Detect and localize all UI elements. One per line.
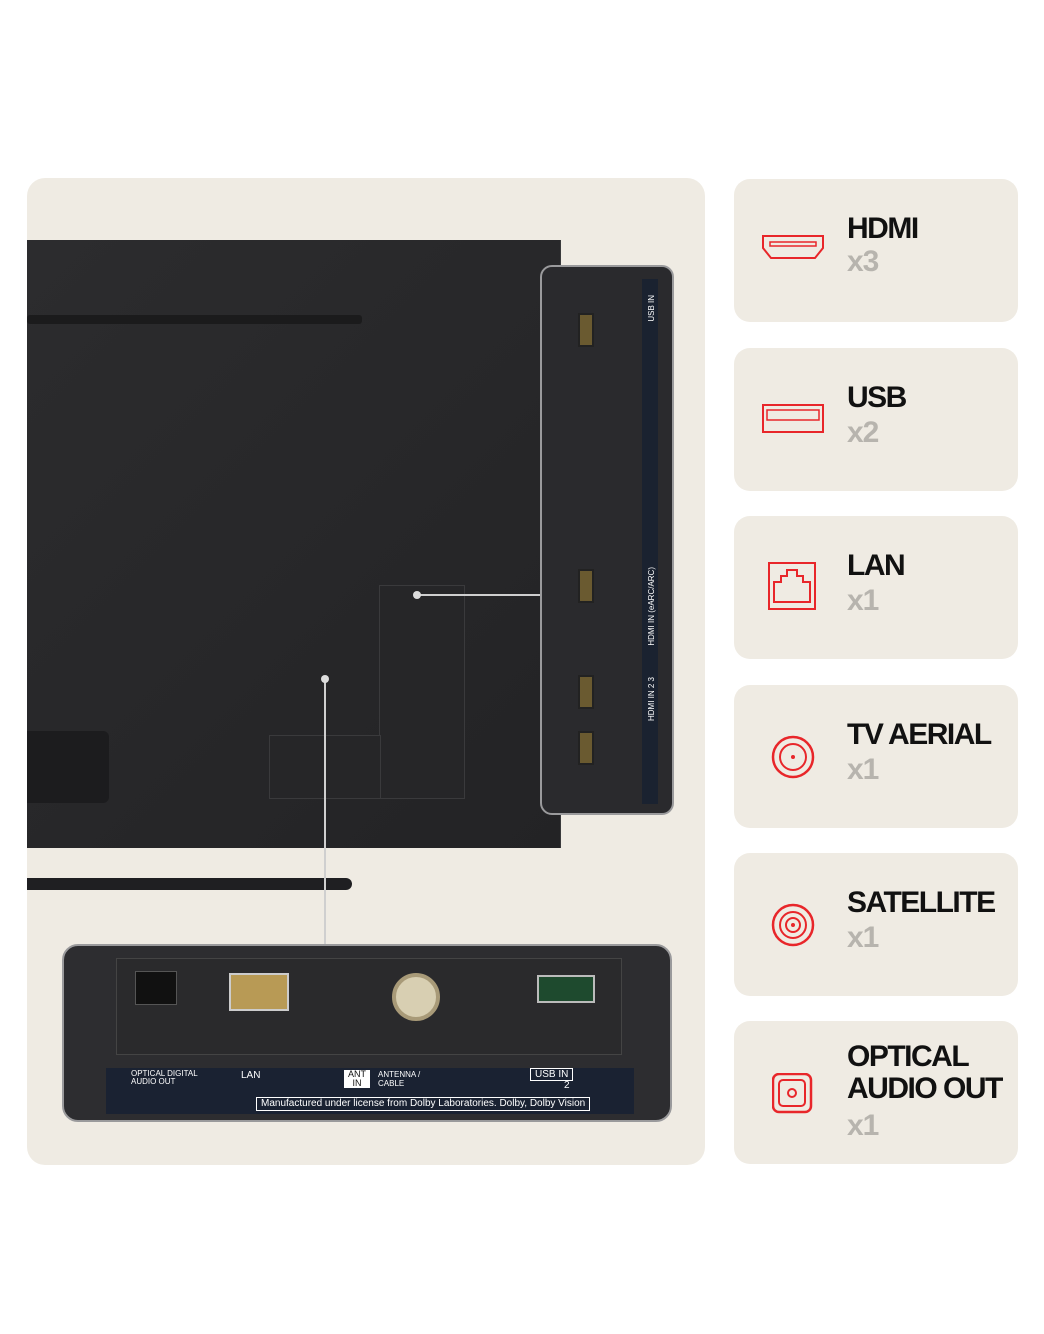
- port-title: OPTICAL AUDIO OUT: [847, 1040, 1003, 1105]
- port-count: x3: [847, 245, 879, 278]
- usb-icon: [762, 404, 824, 433]
- antenna-port: [392, 973, 440, 1021]
- bottom-ports-zoom: OPTICAL DIGITAL AUDIO OUT LAN ANT IN ANT…: [62, 944, 672, 1122]
- callout-line: [324, 679, 326, 944]
- port-count: x1: [847, 921, 879, 954]
- usb-in-label: USB IN: [647, 295, 656, 322]
- port-title: USB: [847, 381, 907, 414]
- side-ports-zoom: USB IN HDMI IN (eARC/ARC) HDMI IN 2 3: [540, 265, 674, 815]
- tv-back: [27, 240, 561, 848]
- hdmi-port: [578, 569, 594, 603]
- satellite-icon: [771, 903, 815, 947]
- port-title: LAN: [847, 549, 906, 582]
- hdmi-port: [578, 675, 594, 709]
- lan-label: LAN: [241, 1070, 261, 1081]
- port-count: x2: [847, 416, 879, 449]
- usb-port: [537, 975, 595, 1003]
- callout-dot: [321, 675, 329, 683]
- usb-number-label: 2: [564, 1080, 570, 1091]
- usb-port: [578, 313, 594, 347]
- antenna-label: ANTENNA / CABLE: [378, 1070, 421, 1088]
- optical-label: OPTICAL DIGITAL AUDIO OUT: [131, 1069, 198, 1086]
- port-card-lan: LAN x1: [734, 516, 1018, 659]
- port-count: x1: [847, 753, 879, 786]
- port-card-optical: OPTICAL AUDIO OUT x1: [734, 1021, 1018, 1164]
- stand-base: [27, 878, 352, 890]
- hdmi-port: [578, 731, 594, 765]
- hdmi-icon: [762, 235, 824, 259]
- port-title: SATELLITE: [847, 886, 996, 919]
- label-strip: [642, 279, 658, 804]
- hdmi-23-label: HDMI IN 2 3: [647, 677, 656, 722]
- tv-rear-panel-image: USB IN HDMI IN (eARC/ARC) HDMI IN 2 3 OP…: [27, 178, 705, 1165]
- ant-in-label: ANT IN: [344, 1070, 370, 1088]
- port-label-bar: OPTICAL DIGITAL AUDIO OUT LAN ANT IN ANT…: [106, 1068, 634, 1114]
- usb-in-label: USB IN: [530, 1068, 574, 1081]
- port-title: HDMI: [847, 212, 919, 245]
- stand-neck: [27, 731, 109, 803]
- optical-icon: [772, 1073, 813, 1114]
- port-card-satellite: SATELLITE x1: [734, 853, 1018, 996]
- hdmi-earc-label: HDMI IN (eARC/ARC): [647, 567, 656, 646]
- side-port-bay: [379, 585, 465, 799]
- optical-port: [135, 971, 177, 1005]
- port-card-tv-aerial: TV AERIAL x1: [734, 685, 1018, 828]
- port-title: TV AERIAL: [847, 718, 992, 751]
- port-count: x1: [847, 584, 879, 617]
- port-count: x1: [847, 1109, 879, 1142]
- lan-icon: [768, 562, 816, 610]
- callout-line: [417, 594, 541, 596]
- aerial-icon: [771, 735, 815, 779]
- port-card-usb: USB x2: [734, 348, 1018, 491]
- vent: [27, 315, 362, 324]
- dolby-notice: Manufactured under license from Dolby La…: [256, 1097, 591, 1111]
- callout-dot: [413, 591, 421, 599]
- port-card-hdmi: HDMI x3: [734, 179, 1018, 322]
- lan-port: [229, 973, 289, 1011]
- port-recess: [116, 958, 622, 1055]
